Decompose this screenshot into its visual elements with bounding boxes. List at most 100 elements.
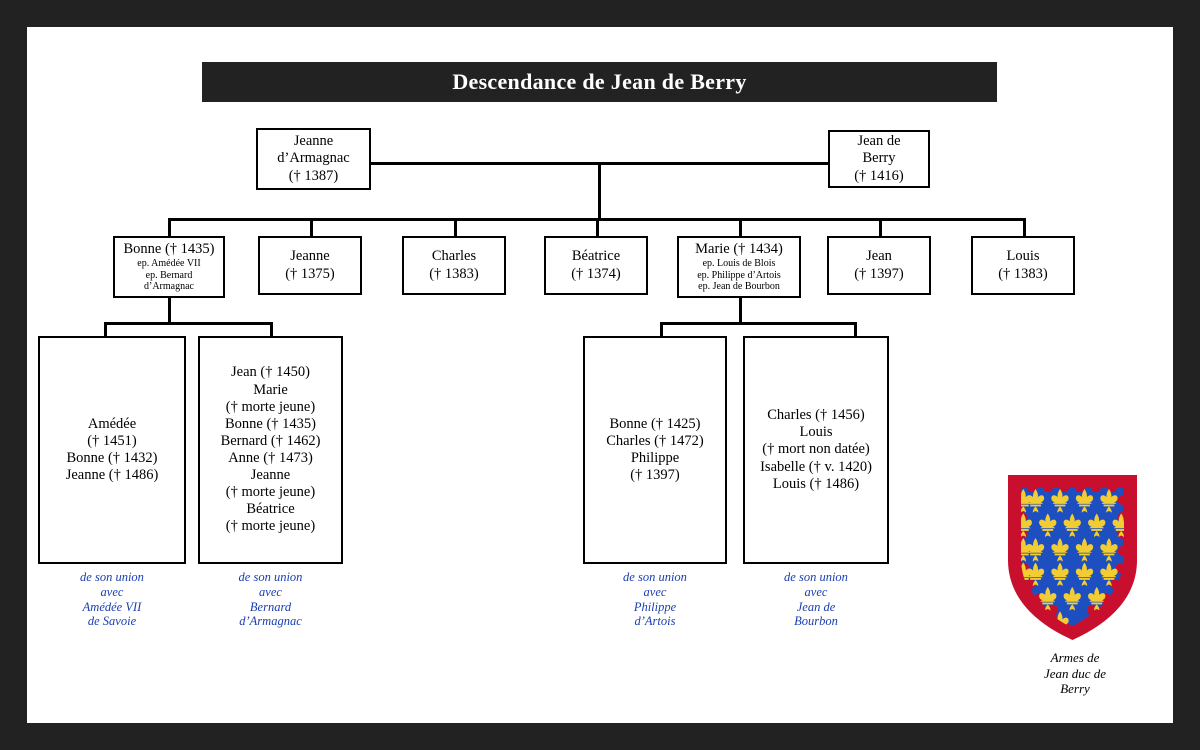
text-line: Anne († 1473) bbox=[228, 450, 313, 466]
caption-union-artois: de son union avec Philippe d’Artois bbox=[583, 570, 727, 629]
marie-stem-connector bbox=[739, 298, 742, 324]
caption-union-savoie: de son union avec Amédée VII de Savoie bbox=[38, 570, 186, 629]
bonne-union-left-drop bbox=[104, 322, 107, 338]
marriage-drop-connector bbox=[598, 162, 601, 220]
node-jean-de-berry[interactable]: Jean de Berry († 1416) bbox=[828, 130, 930, 188]
text-line: Jean († 1450) bbox=[231, 364, 310, 381]
text-line: († morte jeune) bbox=[225, 484, 316, 501]
text-line: († 1451) bbox=[87, 432, 137, 449]
node-beatrice-lines: Béatrice († 1374) bbox=[546, 247, 646, 283]
node-children-armagnac[interactable]: Jean († 1450) Marie († morte jeune) Bonn… bbox=[198, 336, 343, 564]
marie-union-left-drop bbox=[660, 322, 663, 338]
node-charles-lines: Charles († 1383) bbox=[404, 247, 504, 283]
text-line: Philippe bbox=[630, 450, 680, 466]
text-line: († morte jeune) bbox=[225, 518, 316, 535]
text-line: († mort non datée) bbox=[762, 441, 870, 458]
text-line: († 1375) bbox=[285, 265, 335, 282]
page-title: Descendance de Jean de Berry bbox=[202, 62, 997, 102]
node-children-savoie[interactable]: Amédée († 1451) Bonne († 1432) Jeanne (†… bbox=[38, 336, 186, 564]
shield-icon bbox=[1008, 475, 1137, 640]
text-line: d’Armagnac bbox=[277, 150, 350, 167]
node-jean[interactable]: Jean († 1397) bbox=[827, 236, 931, 295]
text-line: († 1397) bbox=[854, 265, 904, 282]
node-children-armagnac-lines: Jean († 1450) Marie († morte jeune) Bonn… bbox=[200, 363, 341, 536]
caption-line: avec bbox=[643, 584, 667, 599]
node-charles[interactable]: Charles († 1383) bbox=[402, 236, 506, 295]
text-line: Charles († 1456) bbox=[767, 407, 865, 424]
node-bonne-lines: Bonne († 1435) ep. Amédée VII ep. Bernar… bbox=[115, 240, 223, 295]
caption-line: de son union bbox=[238, 570, 303, 584]
node-louis[interactable]: Louis († 1383) bbox=[971, 236, 1075, 295]
text-line: († 1374) bbox=[571, 265, 621, 282]
text-line: Jeanne bbox=[293, 133, 334, 150]
caption-line: Berry bbox=[1060, 681, 1090, 697]
node-jeanne-lines: Jeanne († 1375) bbox=[260, 247, 360, 283]
text-line: Bonne († 1425) bbox=[609, 415, 701, 432]
node-marie[interactable]: Marie († 1434) ep. Louis de Blois ep. Ph… bbox=[677, 236, 801, 298]
text-line: († 1383) bbox=[429, 265, 479, 282]
marie-union-right-drop bbox=[854, 322, 857, 338]
text-line: († 1387) bbox=[288, 167, 339, 184]
text-line: Louis bbox=[1006, 248, 1040, 265]
drop-bonne bbox=[168, 218, 171, 237]
text-line: Berry bbox=[862, 150, 896, 167]
node-beatrice[interactable]: Béatrice († 1374) bbox=[544, 236, 648, 295]
caption-line: de son union bbox=[80, 570, 144, 584]
text-line: Jeanne († 1486) bbox=[65, 467, 159, 484]
marie-union-bar bbox=[660, 322, 856, 325]
bonne-stem-connector bbox=[168, 298, 171, 324]
text-line: († 1416) bbox=[854, 167, 904, 184]
node-jeanne[interactable]: Jeanne († 1375) bbox=[258, 236, 362, 295]
caption-line: d’Artois bbox=[634, 614, 676, 629]
text-line: Béatrice bbox=[246, 501, 295, 518]
text-line: Marie († 1434) bbox=[695, 240, 783, 257]
caption-union-bourbon: de son union avec Jean de Bourbon bbox=[743, 570, 889, 629]
text-line: Bonne († 1435) bbox=[224, 415, 316, 432]
node-children-bourbon-lines: Charles († 1456) Louis († mort non datée… bbox=[745, 406, 887, 494]
bonne-union-bar bbox=[104, 322, 272, 325]
text-line: Marie bbox=[253, 381, 288, 398]
node-bonne[interactable]: Bonne († 1435) ep. Amédée VII ep. Bernar… bbox=[113, 236, 225, 298]
text-line: Louis († 1486) bbox=[772, 475, 860, 492]
text-line: ep. Philippe d’Artois bbox=[697, 269, 781, 281]
node-jeanne-armagnac[interactable]: Jeanne d’Armagnac († 1387) bbox=[256, 128, 371, 190]
node-children-bourbon[interactable]: Charles († 1456) Louis († mort non datée… bbox=[743, 336, 889, 564]
text-line: Isabelle († v. 1420) bbox=[760, 458, 872, 475]
arms-caption: Armes de Jean duc de Berry bbox=[995, 650, 1155, 697]
text-line: Charles bbox=[431, 248, 477, 265]
drop-louis bbox=[1023, 218, 1026, 237]
caption-line: avec bbox=[259, 584, 282, 599]
text-line: († morte jeune) bbox=[225, 398, 316, 415]
caption-line: de son union bbox=[784, 570, 848, 584]
text-line: Jeanne bbox=[290, 248, 330, 265]
drop-beatrice bbox=[596, 218, 599, 237]
text-line: ep. Jean de Bourbon bbox=[698, 281, 780, 293]
caption-line: Jean duc de bbox=[1043, 665, 1107, 681]
node-children-artois-lines: Bonne († 1425) Charles († 1472) Philippe… bbox=[585, 415, 725, 485]
caption-line: Jean de bbox=[796, 599, 836, 614]
text-line: ep. Amédée VII bbox=[137, 257, 201, 269]
node-children-artois[interactable]: Bonne († 1425) Charles († 1472) Philippe… bbox=[583, 336, 727, 564]
node-louis-lines: Louis († 1383) bbox=[973, 247, 1073, 283]
caption-line: Bernard bbox=[249, 599, 292, 614]
text-line: Jean bbox=[866, 248, 892, 265]
text-line: Bernard († 1462) bbox=[220, 432, 321, 449]
text-line: Amédée bbox=[87, 415, 137, 432]
text-line: Jeanne bbox=[250, 467, 291, 484]
caption-line: Philippe bbox=[633, 599, 677, 614]
caption-line: avec bbox=[804, 584, 828, 599]
caption-line: de Savoie bbox=[87, 614, 137, 629]
coat-of-arms: Armes de Jean duc de Berry bbox=[995, 472, 1155, 697]
text-line: d’Armagnac bbox=[144, 281, 194, 293]
text-line: Bonne († 1432) bbox=[66, 450, 158, 466]
text-line: Jean de bbox=[857, 133, 901, 150]
text-line: († 1383) bbox=[998, 265, 1048, 282]
text-line: Charles († 1472) bbox=[606, 432, 704, 449]
caption-line: avec bbox=[100, 584, 124, 599]
text-line: ep. Bernard bbox=[145, 269, 193, 281]
caption-line: Amédée VII bbox=[82, 599, 142, 614]
node-jean-de-berry-lines: Jean de Berry († 1416) bbox=[830, 132, 928, 185]
drop-jean bbox=[879, 218, 882, 237]
node-jean-lines: Jean († 1397) bbox=[829, 247, 929, 283]
caption-line: Armes de bbox=[1050, 650, 1100, 665]
